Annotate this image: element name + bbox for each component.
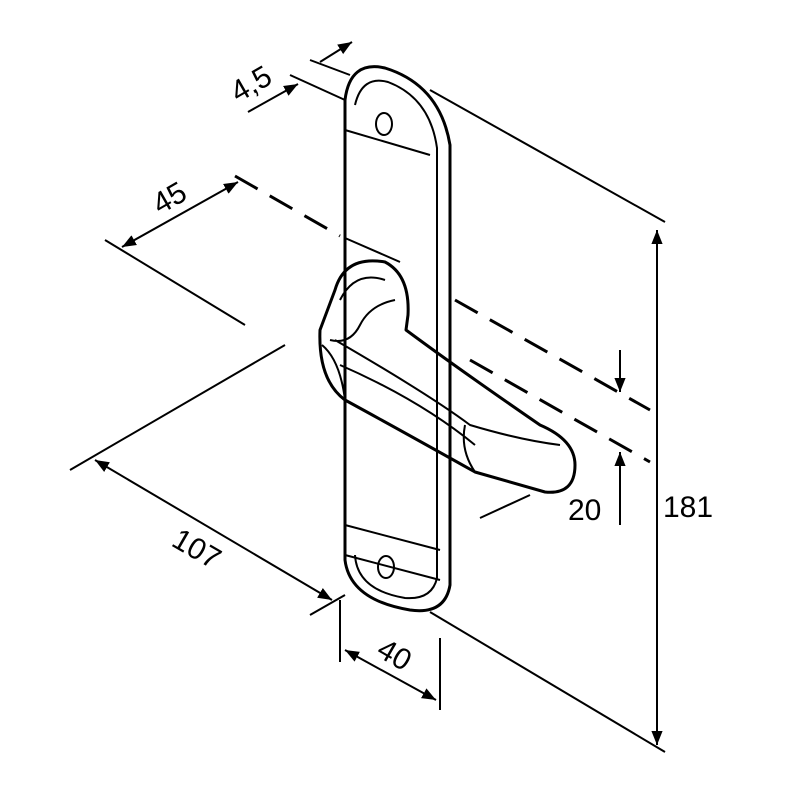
lever-handle — [318, 259, 577, 494]
dimension-20 — [454, 298, 651, 525]
label-181: 181 — [663, 491, 713, 524]
label-4-5: 4,5 — [225, 60, 278, 109]
label-107: 107 — [167, 522, 227, 576]
label-40: 40 — [372, 632, 417, 677]
dimension-4-5 — [247, 41, 353, 113]
dimension-181 — [429, 89, 666, 753]
dimension-107 — [69, 344, 531, 616]
dimension-40 — [339, 600, 441, 710]
label-45: 45 — [147, 176, 192, 221]
dimension-45 — [104, 174, 341, 326]
back-plate — [343, 65, 452, 613]
label-20: 20 — [568, 494, 601, 527]
